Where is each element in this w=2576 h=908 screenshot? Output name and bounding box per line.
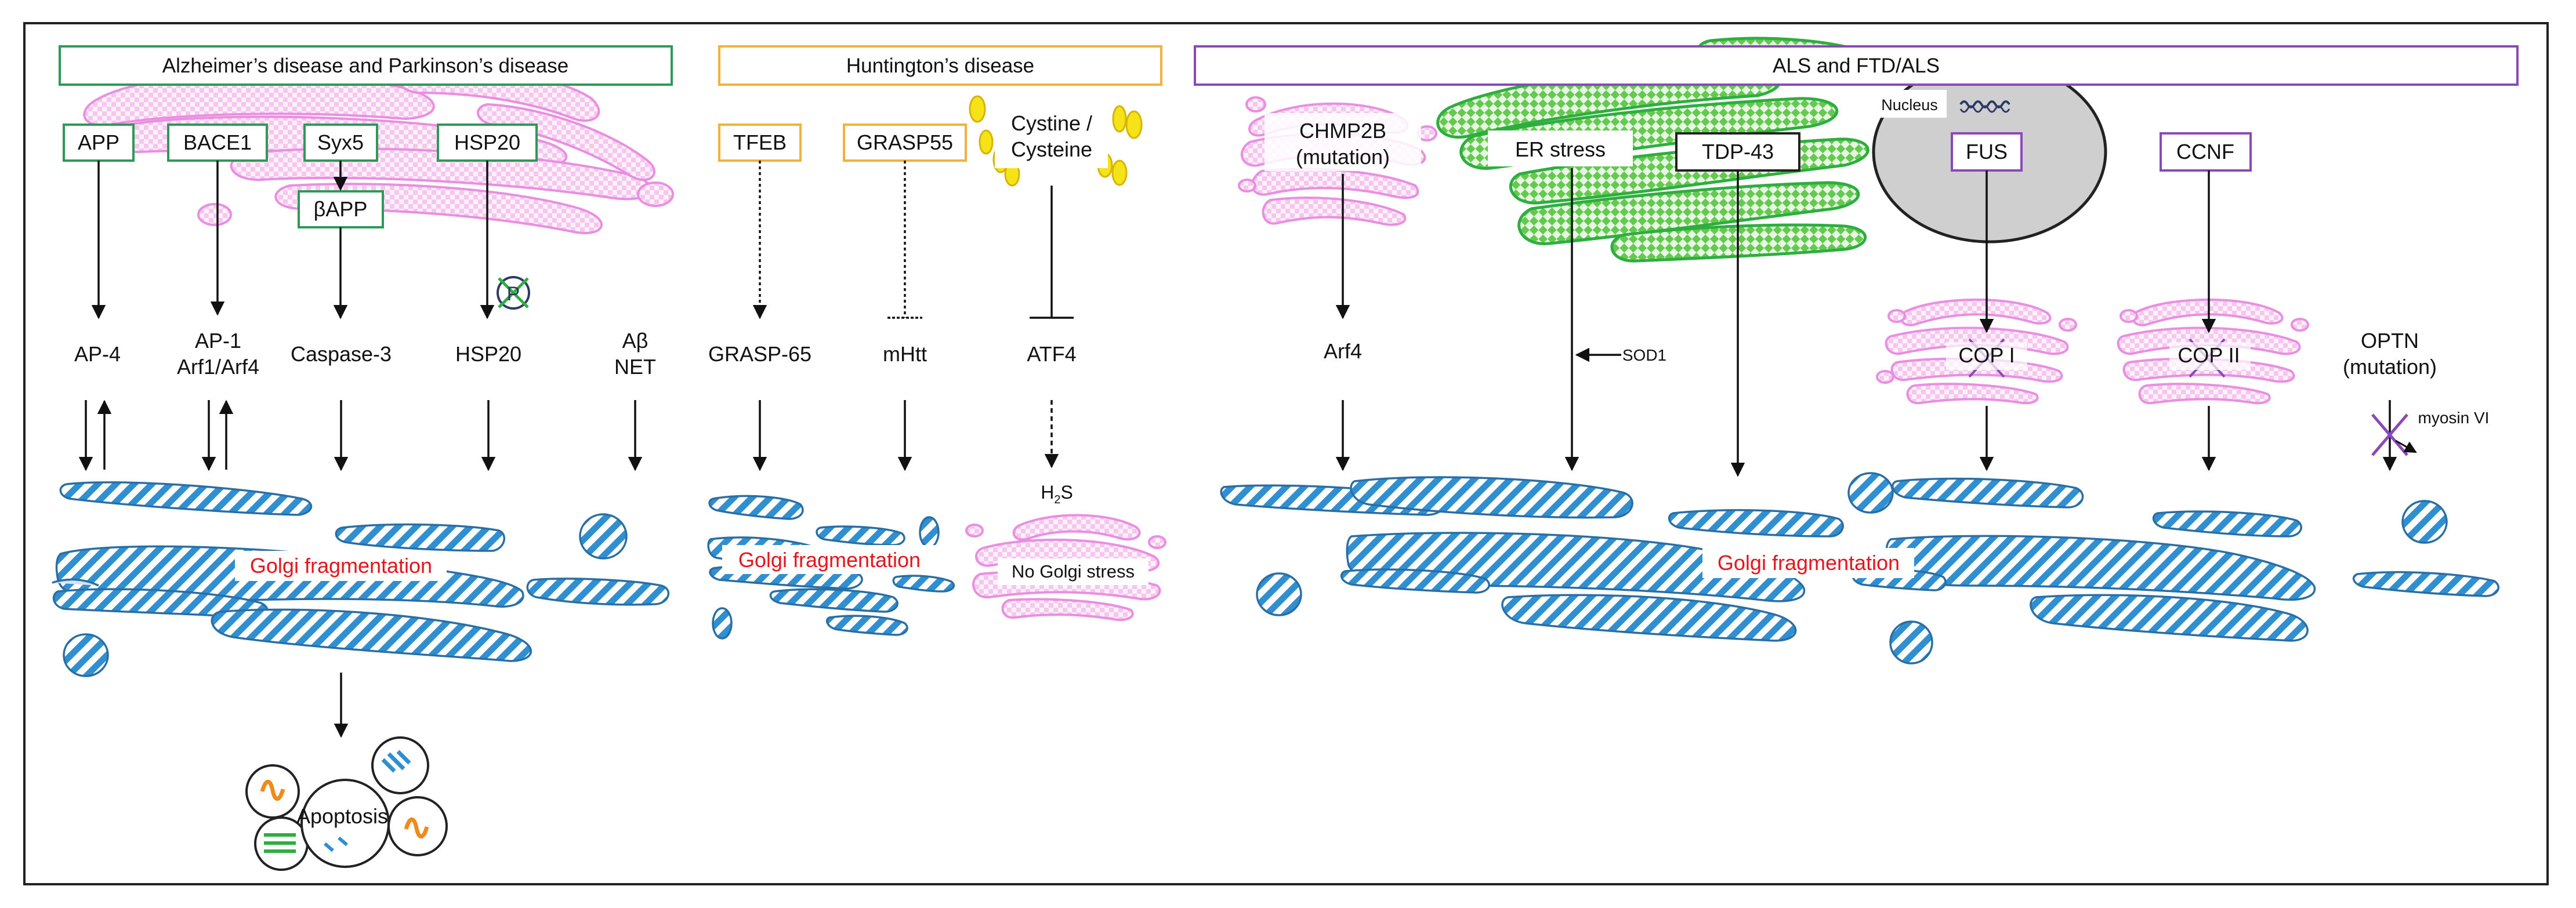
label-caspase3: Caspase-3 bbox=[291, 342, 392, 366]
header-ad-pd: Alzheimer’s disease and Parkinson’s dise… bbox=[59, 45, 673, 86]
er-stress-label: ER stress bbox=[1488, 130, 1633, 166]
svg-text:Syx5: Syx5 bbox=[317, 130, 364, 154]
box-bapp: βAPP bbox=[298, 190, 384, 228]
arrows-ad-lower bbox=[78, 399, 643, 738]
svg-text:CCNF: CCNF bbox=[2176, 140, 2234, 164]
golgi-fragmentation-hd: Golgi fragmentation bbox=[738, 548, 921, 572]
label-arf1-arf4: Arf1/Arf4 bbox=[177, 355, 259, 379]
svg-text:HSP20: HSP20 bbox=[454, 130, 520, 154]
label-optn: OPTN bbox=[2361, 329, 2419, 353]
svg-text:CHMP2B: CHMP2B bbox=[1299, 119, 1386, 143]
label-net: NET bbox=[614, 355, 656, 379]
apoptosis-label: Apoptosis bbox=[296, 804, 388, 828]
box-hsp20-top: HSP20 bbox=[437, 124, 538, 162]
golgi-fragmentation-ad: Golgi fragmentation bbox=[250, 554, 432, 578]
svg-text:P: P bbox=[507, 283, 520, 305]
label-ap1: AP-1 bbox=[195, 329, 241, 353]
label-abeta: Aβ bbox=[622, 329, 648, 353]
label-mhtt: mHtt bbox=[883, 342, 927, 366]
svg-text:FUS: FUS bbox=[1966, 140, 2008, 164]
arrows-als bbox=[1335, 168, 2397, 477]
golgi-fragmentation-als: Golgi fragmentation bbox=[1718, 551, 1900, 575]
label-ap4: AP-4 bbox=[74, 342, 121, 366]
svg-text:BACE1: BACE1 bbox=[183, 130, 252, 154]
box-ccnf: CCNF bbox=[2160, 132, 2252, 172]
label-arf4: Arf4 bbox=[1324, 339, 1362, 363]
svg-text:APP: APP bbox=[78, 130, 119, 154]
fragmented-golgi-als bbox=[1220, 472, 2499, 664]
dna-icon bbox=[1959, 100, 2010, 108]
box-cystine: Cystine / Cysteine bbox=[995, 104, 1108, 168]
svg-text:TFEB: TFEB bbox=[733, 130, 787, 154]
label-myosin-vi: myosin VI bbox=[2418, 409, 2490, 427]
golgi-cop2 bbox=[2117, 298, 2309, 405]
phosphate-removed-icon: P bbox=[497, 276, 530, 310]
label-cop2: COP II bbox=[2178, 343, 2240, 367]
label-grasp65: GRASP-65 bbox=[708, 342, 811, 366]
myosin-disruption-mark bbox=[2371, 413, 2408, 456]
no-golgi-stress-label: No Golgi stress bbox=[1012, 561, 1135, 582]
arrows-hd bbox=[752, 161, 1074, 471]
box-fus: FUS bbox=[1951, 132, 2023, 172]
svg-text:Alzheimer’s disease and Parkin: Alzheimer’s disease and Parkinson’s dise… bbox=[162, 55, 568, 77]
svg-text:TDP-43: TDP-43 bbox=[1702, 140, 1774, 164]
label-h2s: H2S bbox=[1041, 482, 1073, 506]
box-syx5: Syx5 bbox=[303, 124, 378, 162]
figure-border bbox=[23, 22, 2549, 885]
label-atf4: ATF4 bbox=[1027, 342, 1076, 366]
header-hd: Huntington’s disease bbox=[718, 45, 1162, 86]
svg-text:Cysteine: Cysteine bbox=[1011, 137, 1092, 161]
header-als: ALS and FTD/ALS bbox=[1194, 45, 2519, 86]
svg-text:ER stress: ER stress bbox=[1515, 137, 1606, 161]
label-cop1: COP I bbox=[1958, 343, 2015, 367]
labels-hd: GRASP-65 mHtt ATF4 bbox=[708, 342, 1077, 366]
svg-text:Huntington’s disease: Huntington’s disease bbox=[846, 55, 1034, 77]
svg-text:Cystine /: Cystine / bbox=[1011, 111, 1092, 135]
svg-text:GRASP55: GRASP55 bbox=[857, 130, 953, 154]
nucleus-label: Nucleus bbox=[1881, 96, 1938, 114]
chmp2b-label: CHMP2B (mutation) bbox=[1265, 113, 1421, 171]
box-tfeb: TFEB bbox=[718, 124, 802, 162]
box-grasp55: GRASP55 bbox=[843, 124, 967, 162]
box-tdp43: TDP-43 bbox=[1675, 132, 1800, 172]
label-sod1: SOD1 bbox=[1622, 346, 1666, 364]
label-hsp20: HSP20 bbox=[455, 342, 521, 366]
box-app: APP bbox=[63, 124, 135, 162]
labels-ad-mid: AP-4 AP-1 Arf1/Arf4 Caspase-3 HSP20 Aβ N… bbox=[74, 329, 656, 379]
svg-text:(mutation): (mutation) bbox=[1296, 145, 1390, 169]
svg-text:βAPP: βAPP bbox=[314, 197, 368, 221]
svg-text:ALS and FTD/ALS: ALS and FTD/ALS bbox=[1773, 55, 1940, 77]
box-bace1: BACE1 bbox=[167, 124, 268, 162]
arrows-ad-top bbox=[91, 161, 495, 319]
labels-als: Arf4 SOD1 OPTN (mutation) myosin VI bbox=[1324, 329, 2489, 427]
label-optn-mutation: (mutation) bbox=[2343, 355, 2437, 379]
apoptosis-cluster: Apoptosis bbox=[245, 736, 448, 871]
